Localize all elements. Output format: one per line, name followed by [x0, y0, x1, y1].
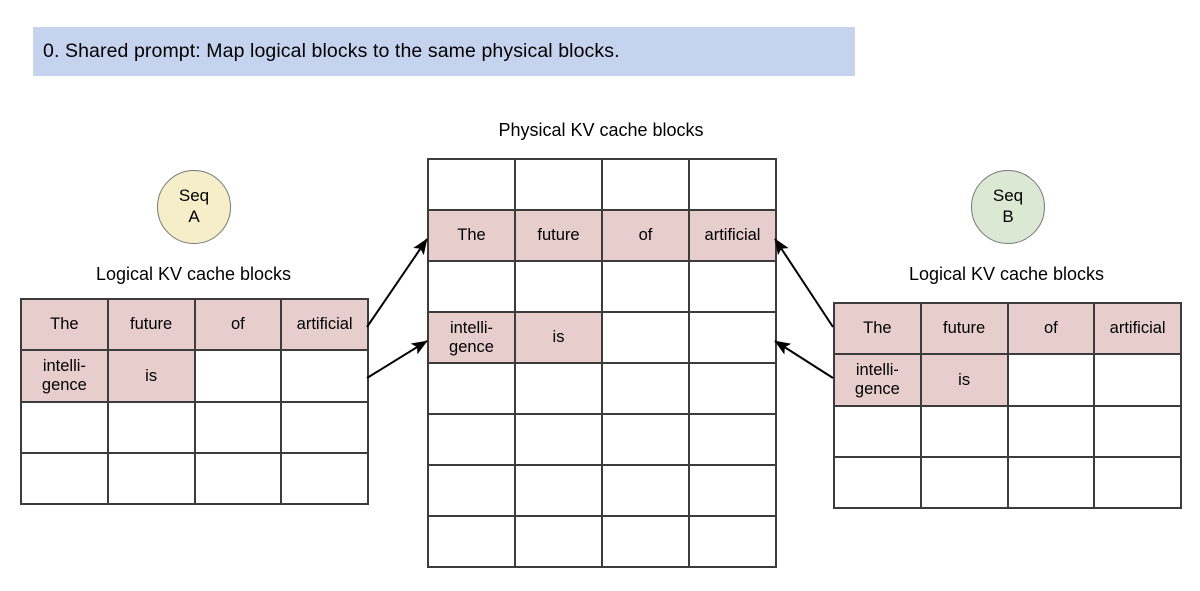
kv-block-cell	[516, 262, 603, 313]
shared-prompt-text: 0. Shared prompt: Map logical blocks to …	[43, 39, 620, 62]
kv-block-cell	[516, 364, 603, 415]
kv-block-cell: is	[108, 351, 196, 403]
kv-block-cell: future	[108, 300, 196, 352]
physical-table-title: Physical KV cache blocks	[498, 120, 704, 140]
kv-block-cell	[108, 402, 196, 454]
kv-block-cell: future	[921, 304, 1009, 356]
kv-block-cell	[690, 262, 777, 313]
arrow-a-row1-to-physical-row2	[366, 238, 428, 328]
kv-block-cell: intelli- gence	[22, 351, 109, 403]
seq-b-label-line2: B	[1002, 207, 1014, 226]
kv-block-cell	[195, 402, 283, 454]
seq-a-label-line2: A	[188, 207, 200, 226]
kv-block-cell	[603, 415, 690, 466]
kv-block-cell	[429, 466, 516, 517]
kv-block-cell	[835, 406, 922, 458]
arrow-b-row2-to-physical-row4	[774, 340, 834, 379]
kv-block-cell: is	[921, 355, 1009, 407]
kv-block-cell: of	[1008, 304, 1096, 356]
kv-block-cell	[516, 415, 603, 466]
logical-table-a-title: Logical KV cache blocks	[95, 264, 292, 284]
kv-block-cell	[429, 415, 516, 466]
kv-block-cell: The	[835, 304, 922, 356]
kv-block-cell: intelli- gence	[429, 313, 516, 364]
kv-block-cell	[195, 453, 283, 505]
kv-block-cell	[690, 364, 777, 415]
kv-block-cell	[1008, 406, 1096, 458]
kv-block-cell	[1095, 355, 1182, 407]
seq-a-node: Seq A	[157, 170, 231, 244]
kv-block-cell	[690, 415, 777, 466]
kv-block-cell	[1095, 406, 1182, 458]
kv-block-cell: is	[516, 313, 603, 364]
kv-block-cell	[429, 160, 516, 211]
kv-block-cell	[603, 466, 690, 517]
kv-block-cell	[195, 351, 283, 403]
kv-block-cell	[690, 517, 777, 568]
kv-block-cell	[516, 466, 603, 517]
kv-block-cell	[603, 364, 690, 415]
arrow-a-row2-to-physical-row4	[366, 340, 428, 379]
kv-block-cell	[282, 453, 369, 505]
seq-b-label-line1: Seq	[992, 186, 1024, 206]
kv-block-cell: The	[429, 211, 516, 262]
kv-block-cell: artificial	[282, 300, 369, 352]
kv-block-cell: of	[603, 211, 690, 262]
kv-block-cell	[429, 517, 516, 568]
arrow-b-row1-to-physical-row2	[774, 238, 834, 328]
kv-block-cell: artificial	[690, 211, 777, 262]
kv-block-cell	[22, 402, 109, 454]
kv-block-cell	[690, 313, 777, 364]
kv-block-cell	[603, 517, 690, 568]
kv-block-cell	[429, 364, 516, 415]
kv-block-cell	[1008, 355, 1096, 407]
kv-block-cell	[282, 351, 369, 403]
kv-block-cell	[429, 262, 516, 313]
kv-block-cell	[22, 453, 109, 505]
kv-block-cell	[921, 406, 1009, 458]
logical-table-b-title: Logical KV cache blocks	[908, 264, 1105, 284]
seq-b-node: Seq B	[971, 170, 1045, 244]
kv-block-cell	[108, 453, 196, 505]
kv-block-cell	[603, 313, 690, 364]
shared-prompt-banner: 0. Shared prompt: Map logical blocks to …	[33, 27, 855, 76]
kv-block-cell	[603, 262, 690, 313]
kv-block-cell	[921, 457, 1009, 509]
kv-block-cell	[516, 160, 603, 211]
kv-block-cell	[690, 466, 777, 517]
kv-block-cell	[690, 160, 777, 211]
kv-block-cell	[516, 517, 603, 568]
kv-block-cell	[282, 402, 369, 454]
kv-block-cell: intelli- gence	[835, 355, 922, 407]
kv-block-cell	[1095, 457, 1182, 509]
kv-block-cell: The	[22, 300, 109, 352]
kv-block-cell	[603, 160, 690, 211]
kv-block-cell: future	[516, 211, 603, 262]
kv-block-cell: artificial	[1095, 304, 1182, 356]
kv-block-cell: of	[195, 300, 283, 352]
kv-block-cell	[835, 457, 922, 509]
kv-block-cell	[1008, 457, 1096, 509]
seq-a-label-line1: Seq	[178, 186, 210, 206]
